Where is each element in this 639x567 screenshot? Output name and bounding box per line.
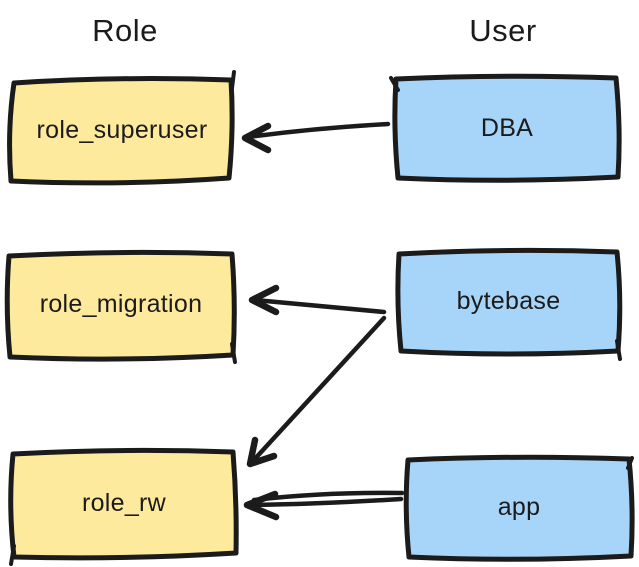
arrow-dba-to-role-superuser <box>241 121 391 154</box>
role-column-title: Role <box>92 13 158 48</box>
arrow-bytebase-to-role-migration <box>248 284 387 316</box>
user-dba-box <box>392 73 622 183</box>
role-migration-box <box>4 249 237 362</box>
role-superuser-box <box>7 76 235 186</box>
arrow-bytebase-to-role-rw <box>246 315 387 468</box>
sketch-corner-ticks <box>9 70 634 566</box>
user-bytebase-box <box>395 247 623 357</box>
arrow-app-to-role-rw <box>243 490 405 521</box>
role-rw-box <box>8 447 239 561</box>
user-app-box <box>403 454 635 562</box>
user-column-title: User <box>469 13 537 48</box>
